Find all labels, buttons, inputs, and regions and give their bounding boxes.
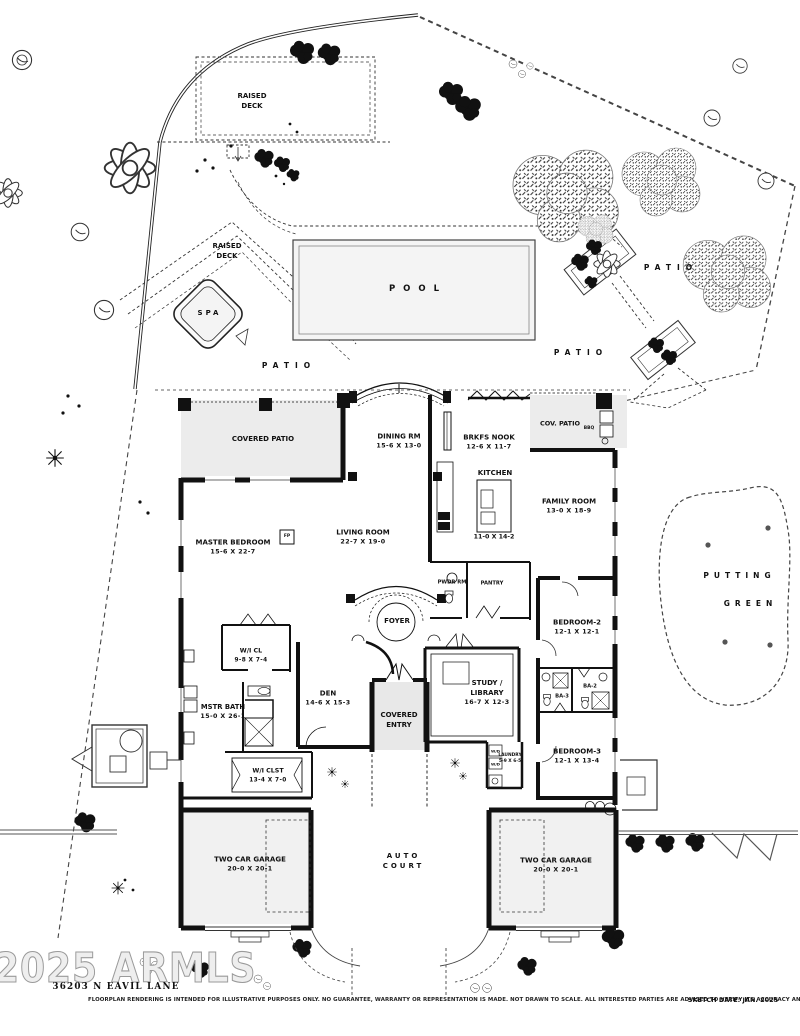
label-ba2: BA-2 xyxy=(583,683,597,690)
structure-details xyxy=(178,382,614,607)
trees xyxy=(512,147,771,313)
label-patio-center: PATIO xyxy=(553,347,609,357)
label-wd-2: W/D xyxy=(491,760,500,766)
flowers-and-rocks xyxy=(0,49,775,895)
armls-watermark: 2025 ARMLS xyxy=(0,943,257,992)
label-wd-1: W/D xyxy=(491,747,500,753)
putting-green xyxy=(658,486,791,706)
raised-deck-upper xyxy=(157,56,623,248)
label-pwdr-rm: PWDR RM xyxy=(437,579,467,586)
label-patio-left: PATIO xyxy=(261,360,317,370)
sketch-date: SKETCH DATE: JAN. 2025 xyxy=(687,996,779,1004)
label-bbq: BBQ xyxy=(583,425,595,431)
interior-walls xyxy=(183,461,658,816)
label-cov-patio: COV. PATIO xyxy=(539,419,581,428)
ground-dots xyxy=(61,122,299,892)
property-address: 36203 N EAVIL LANE xyxy=(52,982,180,992)
disclaimer-text: FLOORPLAN RENDERING IS INTENDED FOR ILLU… xyxy=(88,997,800,1003)
label-study-library: STUDY /LIBRARY 16-7 X 12-3 xyxy=(464,678,510,706)
driveway xyxy=(289,927,511,996)
bottom-walls xyxy=(0,829,798,862)
label-foyer: FOYER xyxy=(384,617,410,626)
label-pantry: PANTRY xyxy=(480,580,504,587)
left-courtyard xyxy=(71,724,181,788)
label-kitchen-island-dims: 11-0 X 14-2 xyxy=(473,533,515,541)
spa xyxy=(173,279,243,349)
windows xyxy=(177,468,619,782)
property-boundary xyxy=(57,13,796,939)
label-covered-patio: COVERED PATIO xyxy=(231,435,295,444)
label-green: GREEN xyxy=(723,598,778,608)
label-ba3: BA-3 xyxy=(555,693,569,700)
pool xyxy=(292,239,536,341)
label-kitchen: KITCHEN xyxy=(477,469,513,478)
house-fills xyxy=(181,395,627,928)
garages xyxy=(205,819,602,943)
label-spa: SPA xyxy=(197,309,222,318)
label-pool: POOL xyxy=(388,284,448,295)
label-patio-right: PATIO xyxy=(643,262,699,272)
label-putting: PUTTING xyxy=(703,570,776,580)
spa-steps xyxy=(235,328,249,346)
label-fireplace: FP xyxy=(283,533,291,539)
